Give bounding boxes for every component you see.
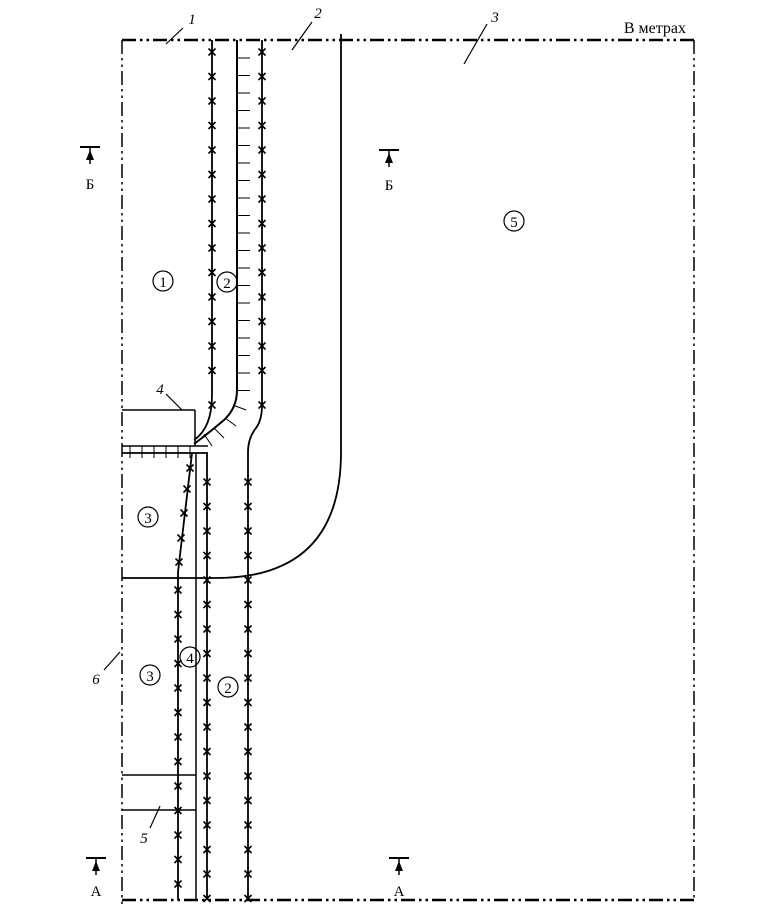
structure-5-lower — [122, 774, 196, 811]
upper-fence-right — [247, 40, 263, 453]
callout-2: 2 — [314, 6, 322, 22]
section-mark-a-right: А — [389, 857, 409, 900]
section-mark-a-left: А — [86, 857, 106, 900]
upper-strip-hatch — [203, 57, 250, 447]
upper-strip-inner-edge — [193, 40, 238, 445]
svg-text:Б: Б — [86, 177, 95, 193]
svg-text:2: 2 — [223, 276, 231, 292]
svg-text:3: 3 — [144, 511, 152, 527]
svg-text:А: А — [91, 884, 102, 900]
svg-text:2: 2 — [224, 681, 232, 697]
svg-text:А: А — [394, 884, 405, 900]
zone-marker-2-top: 2 — [216, 271, 238, 293]
section-mark-b-left: Б — [80, 146, 100, 193]
section-mark-b-right: Б — [379, 149, 399, 194]
lower-strip — [173, 452, 253, 903]
site-boundary — [121, 38, 695, 905]
upper-fence-left — [193, 40, 213, 441]
svg-text:3: 3 — [146, 669, 154, 685]
svg-text:5: 5 — [510, 215, 518, 231]
callout-4: 4 — [156, 382, 164, 398]
zone-marker-2-bottom: 2 — [217, 676, 239, 698]
zone-marker-3-upper: 3 — [137, 506, 159, 528]
callout-6: 6 — [92, 672, 100, 688]
zone-marker-4: 4 — [179, 646, 201, 668]
svg-text:Б: Б — [385, 178, 394, 194]
callout-1: 1 — [188, 12, 196, 28]
zone-marker-3-lower: 3 — [139, 664, 161, 686]
callout-3: 3 — [490, 10, 499, 26]
svg-text:4: 4 — [186, 651, 194, 667]
zone-marker-5: 5 — [503, 210, 525, 232]
callout-leaders — [103, 21, 488, 829]
zone-marker-1: 1 — [152, 270, 174, 292]
callout-5: 5 — [140, 831, 148, 847]
svg-text:1: 1 — [159, 275, 167, 291]
structure-4-upper — [122, 409, 208, 458]
units-label: В метрах — [624, 20, 686, 37]
zone-divider-line — [122, 34, 342, 579]
